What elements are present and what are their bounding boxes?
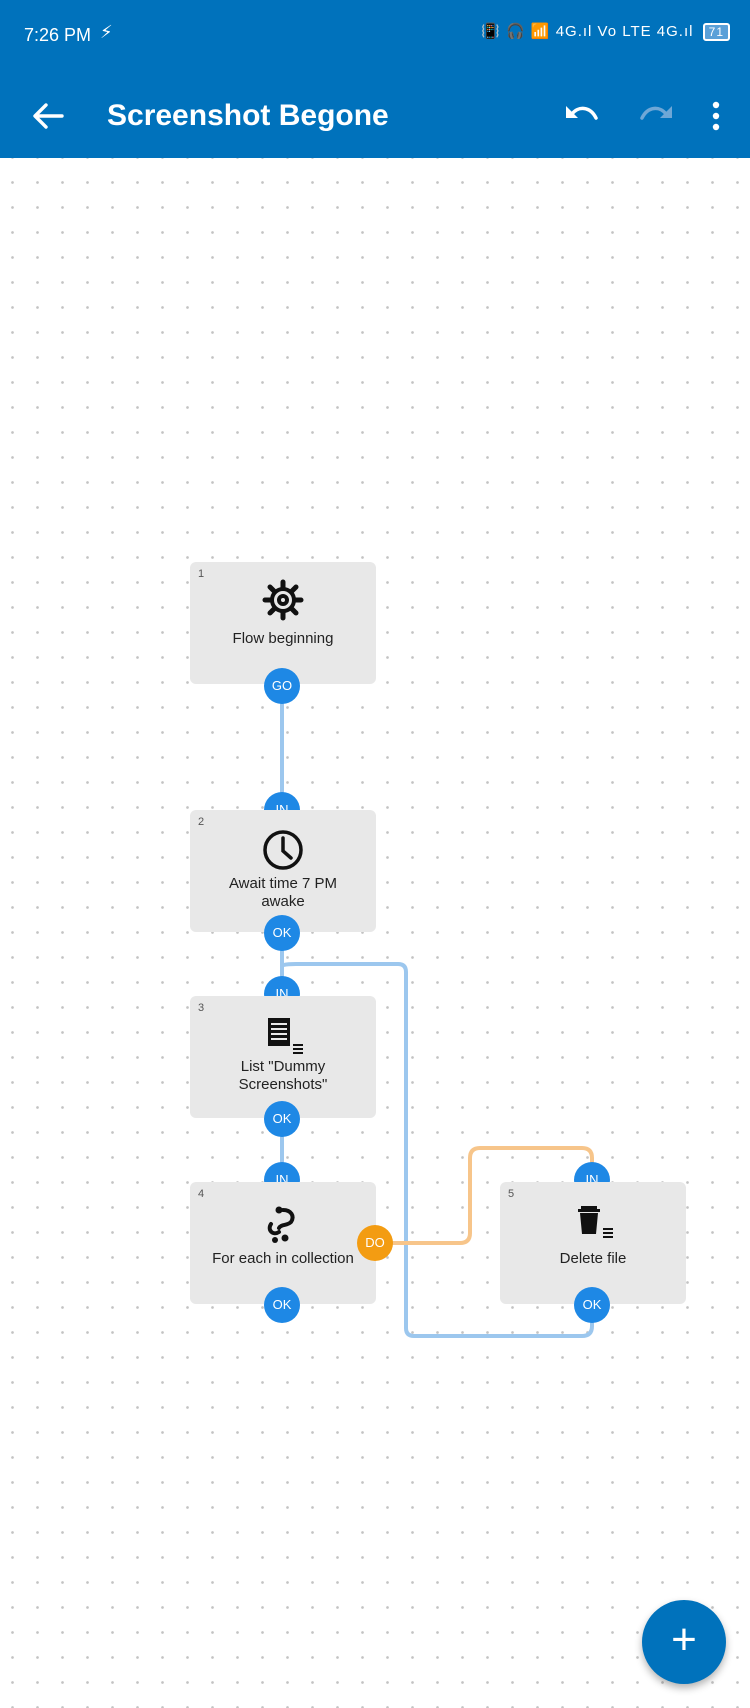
node-number: 3: [198, 1002, 205, 1014]
charging-icon: ⚡: [100, 22, 113, 42]
clock-icon: [190, 828, 376, 877]
undo-icon: [566, 106, 598, 120]
status-icons: 📳 🎧 📶 4G.ıl Vo LTE 4G.ıl 71: [481, 22, 730, 41]
node-number: 5: [508, 1188, 515, 1200]
redo-icon: [640, 106, 672, 120]
node-for-each[interactable]: 4 For each in collection: [190, 1182, 376, 1304]
back-button[interactable]: [26, 94, 70, 138]
wire-do-to-5-in: [375, 1146, 594, 1245]
plus-icon: +: [671, 1615, 697, 1664]
list-icon: [190, 1016, 376, 1061]
flow-wires: [280, 685, 594, 1338]
node-label: Delete file: [559, 1250, 627, 1267]
toolbar: Screenshot Begone: [0, 74, 750, 158]
battery-icon: 71: [702, 23, 730, 41]
port-do[interactable]: DO: [357, 1225, 393, 1261]
gear-icon: [190, 578, 376, 627]
node-list-files[interactable]: 3 List "Dummy Screenshots": [190, 996, 376, 1118]
signal-icons: 📳 🎧 📶 4G.ıl Vo LTE 4G.ıl: [481, 23, 694, 40]
add-block-button[interactable]: +: [642, 1600, 726, 1684]
undo-button[interactable]: [560, 94, 604, 138]
app-bar: 7:26 PM ⚡ 📳 🎧 📶 4G.ıl Vo LTE 4G.ıl 71 Sc…: [0, 0, 750, 158]
arrow-left-icon: [33, 103, 64, 129]
trash-icon: [500, 1202, 686, 1247]
node-label: Flow beginning: [232, 630, 334, 647]
node-number: 2: [198, 816, 205, 828]
node-label: Await time 7 PM awake: [228, 875, 338, 910]
node-number: 1: [198, 568, 205, 580]
flow-canvas[interactable]: 1 Flow beginning GO IN 2: [0, 158, 750, 1708]
port-ok[interactable]: OK: [264, 915, 300, 951]
more-options-button[interactable]: [704, 94, 728, 138]
node-delete-file[interactable]: 5 Delete file: [500, 1182, 686, 1304]
node-number: 4: [198, 1188, 205, 1200]
port-ok[interactable]: OK: [264, 1101, 300, 1137]
node-await-time[interactable]: 2 Await time 7 PM awake: [190, 810, 376, 932]
status-bar: 7:26 PM ⚡ 📳 🎧 📶 4G.ıl Vo LTE 4G.ıl 71: [0, 0, 750, 74]
wire-5-ok-to-3-in: [280, 962, 594, 1338]
loop-icon: [190, 1202, 376, 1251]
node-flow-beginning[interactable]: 1 Flow beginning: [190, 562, 376, 684]
port-ok[interactable]: OK: [264, 1287, 300, 1323]
status-time: 7:26 PM: [24, 25, 92, 45]
node-label: For each in collection: [212, 1250, 354, 1267]
more-vert-icon: [712, 101, 720, 131]
node-label: List "Dummy Screenshots": [238, 1058, 328, 1093]
page-title: Screenshot Begone: [107, 99, 389, 132]
redo-button[interactable]: [634, 94, 678, 138]
port-go[interactable]: GO: [264, 668, 300, 704]
port-ok[interactable]: OK: [574, 1287, 610, 1323]
